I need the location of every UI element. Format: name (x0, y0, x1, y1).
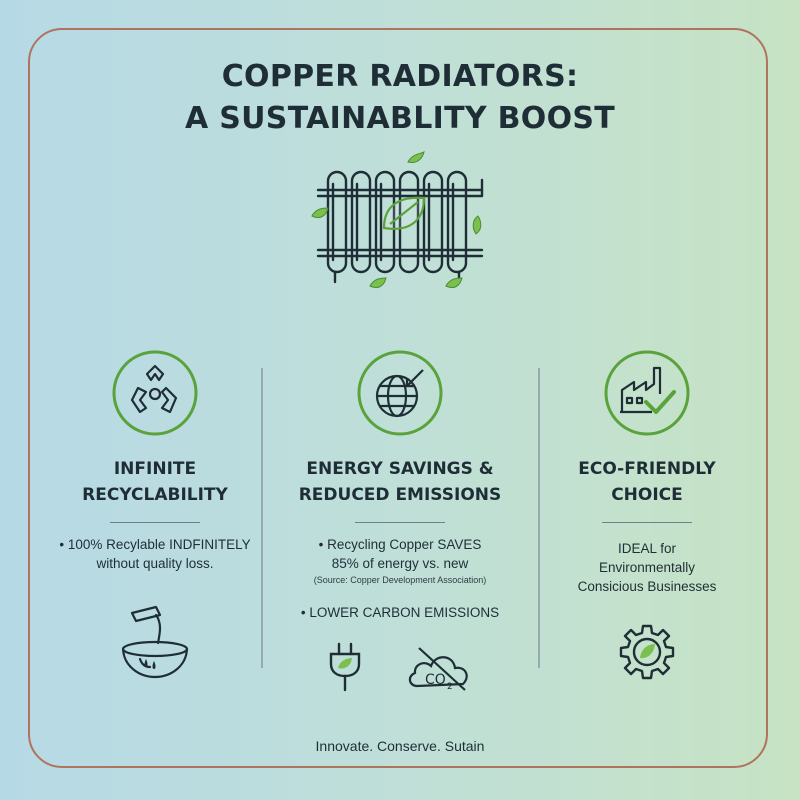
energy-source: (Source: Copper Development Association) (313, 575, 487, 585)
co2-subscript: 2 (447, 682, 453, 692)
column-divider-right (538, 368, 540, 668)
eco-heading: ECO-FRIENDLY CHOICE (578, 459, 716, 505)
energy-underline (355, 522, 445, 523)
energy-icons-row: CO 2 (275, 642, 525, 692)
radiator-icon (311, 151, 484, 289)
recyclability-bullet: • 100% Recylable INDFINITELY without qua… (59, 537, 251, 571)
recyclability-heading: INFINITE RECYCLABILITY (82, 459, 228, 505)
footer-tagline: Innovate. Conserve. Sutain (315, 738, 485, 754)
column-eco-friendly: ECO-FRIENDLY CHOICE IDEAL for Environmen… (522, 348, 772, 682)
column-recyclability: INFINITE RECYCLABILITY • 100% Recylable … (30, 348, 280, 683)
co2-label: CO (425, 672, 446, 688)
eco-underline (602, 522, 692, 523)
energy-bullet-2: • LOWER CARBON EMISSIONS (300, 605, 500, 620)
recyclability-underline (110, 522, 200, 523)
border-frame (28, 28, 768, 768)
plug-icon (329, 642, 361, 692)
recycle-icon (112, 350, 198, 436)
column-energy-savings: ENERGY SAVINGS & REDUCED EMISSIONS • Rec… (275, 348, 525, 692)
molten-copper-icon (121, 605, 189, 679)
co2-cloud-icon: CO 2 (408, 647, 468, 692)
gear-leaf-icon (619, 624, 675, 680)
column-divider-left (261, 368, 263, 668)
energy-heading: ENERGY SAVINGS & REDUCED EMISSIONS (298, 459, 502, 505)
globe-arrow-icon (357, 350, 443, 436)
eco-text: IDEAL for Environmentally Consicious Bus… (577, 541, 717, 594)
title-line-1: COPPER RADIATORS: (221, 59, 579, 94)
energy-bullet-1: • Recycling Copper SAVES 85% of energy v… (318, 537, 482, 571)
factory-check-icon (604, 350, 690, 436)
title-line-2: A SUSTAINABLITY BOOST (184, 101, 616, 136)
page-title: COPPER RADIATORS: A SUSTAINABLITY BOOST (0, 56, 800, 140)
